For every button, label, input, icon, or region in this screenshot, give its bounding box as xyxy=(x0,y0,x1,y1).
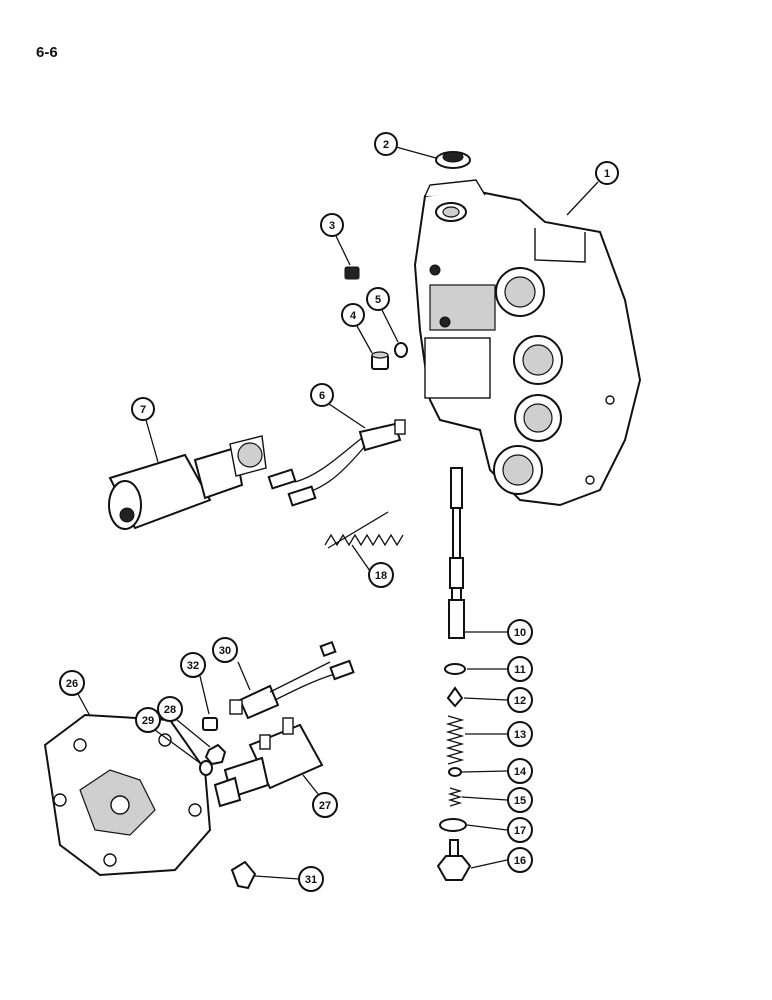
part-17-o-ring xyxy=(439,818,467,832)
svg-text:13: 13 xyxy=(514,729,526,741)
part-15-spring xyxy=(447,787,463,807)
svg-text:12: 12 xyxy=(514,695,526,707)
part-4-plug xyxy=(371,351,389,370)
callout-27: 27 xyxy=(312,792,338,818)
part-13-spring xyxy=(445,715,465,765)
callout-30: 30 xyxy=(212,637,238,663)
callout-18: 18 xyxy=(368,562,394,588)
svg-text:6: 6 xyxy=(319,390,325,402)
callout-28: 28 xyxy=(157,696,183,722)
callout-13: 13 xyxy=(507,721,533,747)
part-26-end-plate xyxy=(43,713,212,877)
svg-text:2: 2 xyxy=(383,139,389,151)
part-14-washer xyxy=(448,767,462,777)
callout-7: 7 xyxy=(131,397,155,421)
callout-29: 29 xyxy=(135,707,161,733)
part-5-o-ring xyxy=(394,342,408,358)
part-18-spring xyxy=(324,511,404,549)
svg-text:17: 17 xyxy=(514,825,526,837)
part-32-plug xyxy=(202,717,218,731)
part-3-set-screw xyxy=(344,266,360,280)
part-10-spool xyxy=(448,467,465,639)
part-16-plug xyxy=(436,839,472,881)
callout-17: 17 xyxy=(507,817,533,843)
leader-lines xyxy=(77,146,599,880)
part-2-nut xyxy=(435,151,471,169)
svg-text:11: 11 xyxy=(514,664,526,676)
svg-text:32: 32 xyxy=(187,660,199,672)
part-27-solenoid xyxy=(213,717,324,808)
svg-text:27: 27 xyxy=(319,800,331,812)
svg-text:10: 10 xyxy=(514,627,526,639)
callout-10: 10 xyxy=(507,619,533,645)
callout-32: 32 xyxy=(180,652,206,678)
svg-text:16: 16 xyxy=(514,855,526,867)
callout-4: 4 xyxy=(341,303,365,327)
svg-text:28: 28 xyxy=(164,704,176,716)
part-31-elbow-fitting xyxy=(230,860,257,890)
callout-2: 2 xyxy=(374,132,398,156)
callout-12: 12 xyxy=(507,687,533,713)
callout-6: 6 xyxy=(310,383,334,407)
part-30-sensor xyxy=(229,640,355,720)
svg-text:14: 14 xyxy=(514,766,527,778)
svg-text:18: 18 xyxy=(375,570,387,582)
callout-26: 26 xyxy=(59,670,85,696)
callout-11: 11 xyxy=(507,656,533,682)
part-11-washer xyxy=(444,663,466,675)
part-12-poppet xyxy=(446,686,464,708)
callout-16: 16 xyxy=(507,847,533,873)
svg-text:5: 5 xyxy=(375,294,381,306)
callout-1: 1 xyxy=(595,161,619,185)
svg-text:30: 30 xyxy=(219,645,231,657)
callout-5: 5 xyxy=(366,287,390,311)
svg-text:31: 31 xyxy=(305,874,317,886)
svg-text:26: 26 xyxy=(66,678,78,690)
callout-3: 3 xyxy=(320,213,344,237)
callout-14: 14 xyxy=(507,758,533,784)
part-28-fitting xyxy=(204,743,227,766)
part-29-o-ring xyxy=(199,760,213,776)
part-7-solenoid xyxy=(108,435,267,530)
page-number: 6-6 xyxy=(36,44,58,61)
valve-body-housing xyxy=(413,179,642,507)
svg-text:4: 4 xyxy=(350,310,357,322)
svg-text:1: 1 xyxy=(604,168,610,180)
svg-text:7: 7 xyxy=(140,404,146,416)
svg-text:15: 15 xyxy=(514,795,526,807)
svg-text:29: 29 xyxy=(142,715,154,727)
part-6-sensor xyxy=(267,419,406,507)
svg-text:3: 3 xyxy=(329,220,335,232)
callout-31: 31 xyxy=(298,866,324,892)
callout-15: 15 xyxy=(507,787,533,813)
